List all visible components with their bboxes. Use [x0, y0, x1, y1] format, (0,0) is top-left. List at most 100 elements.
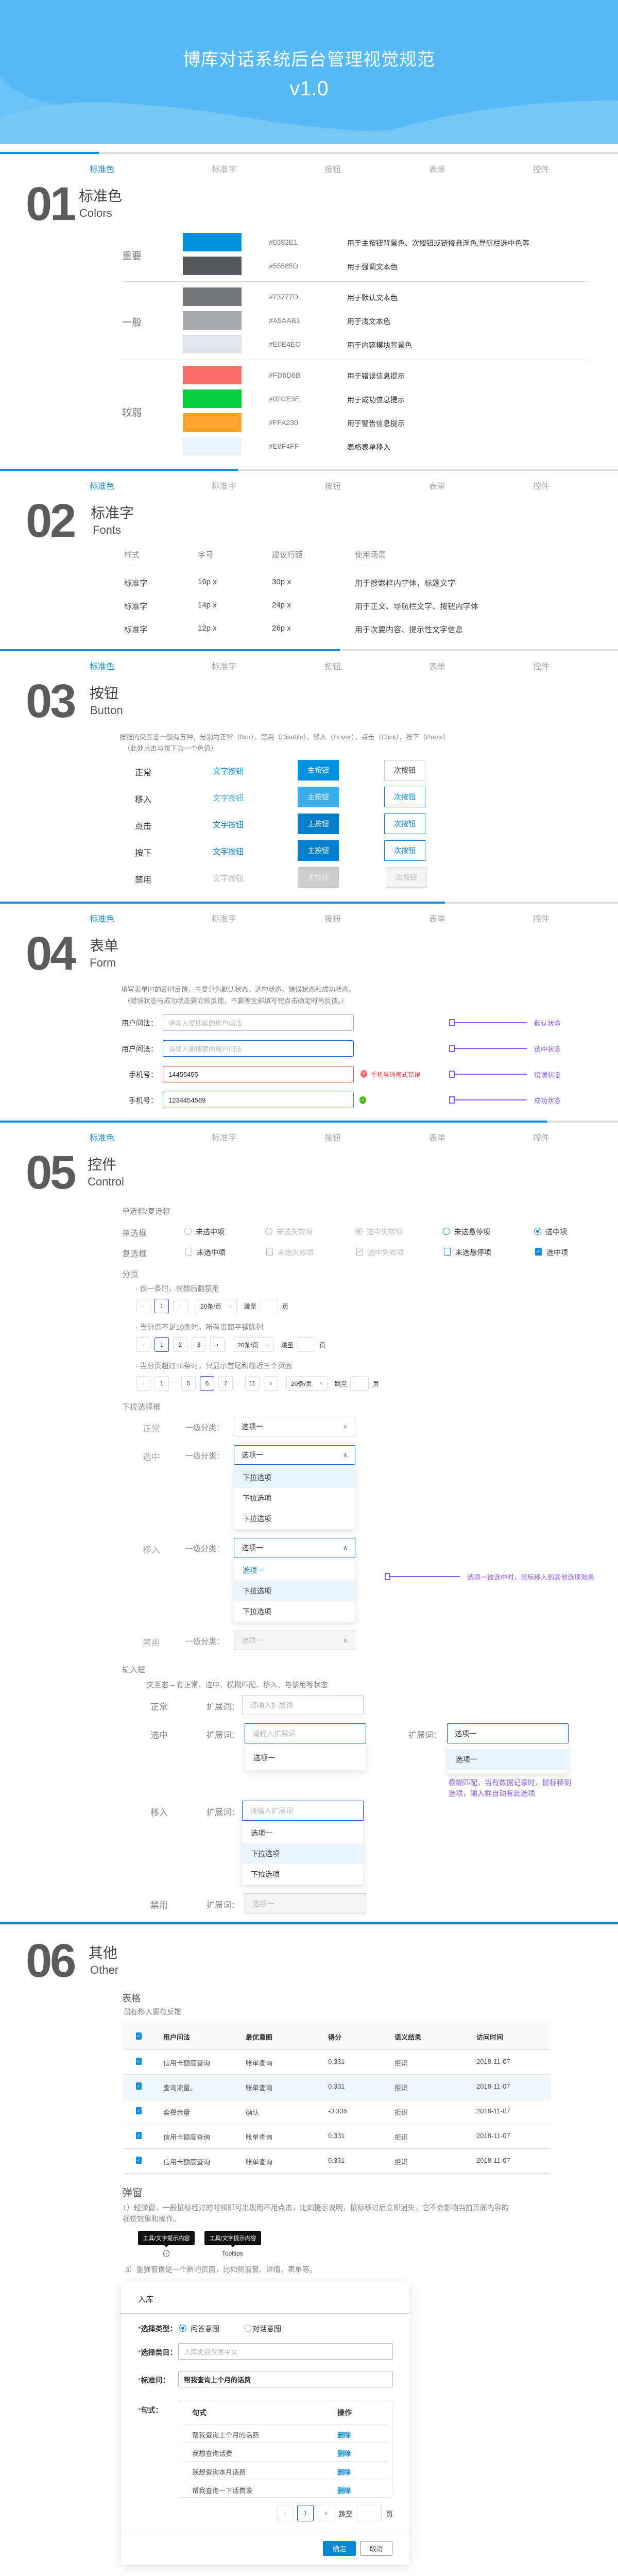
checkbox[interactable]: ✓ — [356, 1248, 363, 1256]
checkbox[interactable] — [185, 1248, 192, 1256]
radio-button[interactable] — [534, 1228, 541, 1235]
nav-tab[interactable]: 控件 — [533, 663, 550, 671]
radio-button[interactable] — [265, 1228, 272, 1235]
primary-button[interactable]: 主按钮 — [298, 867, 339, 888]
text-button[interactable]: 文字按钮 — [213, 874, 244, 883]
next-page-button[interactable]: › — [210, 1337, 225, 1352]
nav-tab[interactable]: 按钮 — [324, 165, 341, 174]
info-icon[interactable]: i — [163, 2250, 169, 2257]
delete-link[interactable]: 删除 — [337, 2450, 351, 2458]
nav-tab[interactable]: 控件 — [533, 165, 550, 174]
autocomplete-option[interactable]: 下拉选项 — [243, 1843, 363, 1864]
nav-tab[interactable]: 表单 — [428, 915, 446, 924]
nav-tab[interactable]: 表单 — [428, 482, 446, 491]
radio-label[interactable]: 问答意图 — [191, 2325, 219, 2333]
nav-tab[interactable]: 控件 — [533, 1134, 550, 1143]
text-input[interactable]: 选项一 — [245, 1893, 366, 1913]
jump-page-input[interactable] — [350, 1376, 369, 1391]
nav-tab[interactable]: 标准字 — [211, 165, 237, 174]
row-checkbox[interactable]: ✓ — [136, 2082, 142, 2090]
secondary-button[interactable]: 次按钮 — [384, 760, 425, 781]
column-header[interactable]: 得分 — [328, 2033, 342, 2041]
page-button[interactable]: 11 — [245, 1376, 260, 1391]
nav-tab[interactable]: 按钮 — [324, 915, 341, 924]
page-button[interactable]: 5 — [181, 1376, 196, 1391]
tooltip-trigger-label[interactable]: Tooltips — [222, 2250, 243, 2257]
page-size-select[interactable]: 20条/页∨ — [233, 1337, 274, 1352]
delete-link[interactable]: 删除 — [337, 2468, 351, 2476]
radio-label[interactable]: 对话意图 — [252, 2325, 281, 2333]
row-checkbox[interactable]: ✓ — [136, 2132, 142, 2139]
text-button[interactable]: 文字按钮 — [213, 794, 244, 803]
autocomplete-option[interactable]: 选项一 — [448, 1749, 568, 1770]
dropdown-option[interactable]: 下拉选项 — [243, 1494, 271, 1502]
nav-tab[interactable]: 表单 — [428, 663, 446, 671]
nav-tab[interactable]: 标准色 — [89, 663, 115, 671]
radio-button[interactable] — [355, 1228, 363, 1235]
form-input[interactable]: 请输入要搜索的用户问法 — [163, 1040, 354, 1057]
primary-button[interactable]: 主按钮 — [298, 814, 339, 834]
question-input[interactable]: 帮我查询上个月的话费 — [178, 2371, 393, 2387]
nav-tab[interactable]: 控件 — [533, 915, 550, 924]
nav-tab[interactable]: 标准字 — [211, 1134, 237, 1143]
delete-link[interactable]: 删除 — [337, 2487, 351, 2495]
form-input[interactable]: 1234454569 — [163, 1092, 354, 1108]
row-checkbox[interactable]: ✓ — [136, 2157, 142, 2164]
nav-tab[interactable]: 控件 — [533, 482, 550, 491]
text-button[interactable]: 文字按钮 — [213, 848, 244, 856]
column-header[interactable]: 最优意图 — [246, 2033, 273, 2041]
page-button[interactable]: 3 — [192, 1337, 206, 1352]
radio-dialog[interactable] — [244, 2325, 251, 2332]
dropdown-option[interactable]: 下拉选项 — [234, 1581, 355, 1601]
next-page-button[interactable]: › — [264, 1376, 278, 1391]
nav-tab[interactable]: 按钮 — [324, 1134, 341, 1143]
radio-button[interactable] — [443, 1228, 450, 1235]
page-size-select[interactable]: 20条/页∨ — [196, 1299, 237, 1313]
select-all-checkbox[interactable]: ✓ — [136, 2032, 142, 2040]
nav-tab[interactable]: 标准色 — [89, 482, 115, 491]
next-page-button[interactable]: › — [173, 1299, 187, 1313]
column-header[interactable]: 访问时间 — [476, 2033, 504, 2041]
form-input[interactable]: 请输入要搜索的用户问法 — [163, 1014, 354, 1031]
primary-button[interactable]: 主按钮 — [298, 787, 339, 807]
cancel-button[interactable]: 取消 — [360, 2541, 392, 2556]
secondary-button[interactable]: 次按钮 — [384, 787, 425, 807]
checkbox[interactable]: ✓ — [535, 1248, 542, 1256]
text-input[interactable]: 请输入扩展词 — [242, 1801, 364, 1821]
jump-page-input[interactable] — [260, 1299, 278, 1313]
jump-page-input[interactable] — [297, 1337, 315, 1352]
column-header[interactable]: 语义结果 — [394, 2033, 422, 2041]
nav-tab[interactable]: 表单 — [428, 1134, 446, 1143]
jump-page-input[interactable] — [357, 2505, 382, 2521]
category-input[interactable]: 入库类目仅限中文 — [178, 2343, 393, 2360]
next-page-button[interactable]: › — [318, 2505, 334, 2521]
page-button[interactable]: 1 — [297, 2505, 314, 2521]
dropdown-option-selected[interactable]: 选项一 — [243, 1566, 264, 1574]
delete-link[interactable]: 删除 — [337, 2431, 351, 2439]
autocomplete-option[interactable]: 选项一 — [251, 1829, 272, 1837]
column-header[interactable]: 用户问法 — [163, 2033, 191, 2041]
nav-tab[interactable]: 按钮 — [324, 482, 341, 491]
form-input[interactable]: 14455455 — [163, 1066, 354, 1082]
select-hover[interactable]: 选项一∧ — [234, 1538, 355, 1557]
prev-page-button[interactable]: ‹ — [136, 1299, 150, 1313]
page-button[interactable]: 6 — [200, 1376, 214, 1391]
page-button[interactable]: 2 — [173, 1337, 187, 1352]
page-button[interactable]: 7 — [218, 1376, 233, 1391]
nav-tab[interactable]: 按钮 — [324, 663, 341, 671]
nav-tab[interactable]: 标准字 — [211, 663, 237, 671]
page-button[interactable]: 1 — [154, 1376, 169, 1391]
dropdown-option[interactable]: 下拉选项 — [243, 1607, 271, 1616]
checkbox[interactable] — [444, 1248, 451, 1256]
row-checkbox[interactable]: ✓ — [136, 2058, 142, 2065]
nav-tab[interactable]: 标准色 — [89, 1134, 115, 1143]
autocomplete-option[interactable]: 下拉选项 — [251, 1870, 280, 1878]
prev-page-button[interactable]: ‹ — [277, 2505, 293, 2521]
select-active[interactable]: 选项一∧ — [234, 1445, 355, 1465]
radio-button[interactable] — [184, 1228, 192, 1235]
text-button[interactable]: 文字按钮 — [213, 767, 244, 776]
